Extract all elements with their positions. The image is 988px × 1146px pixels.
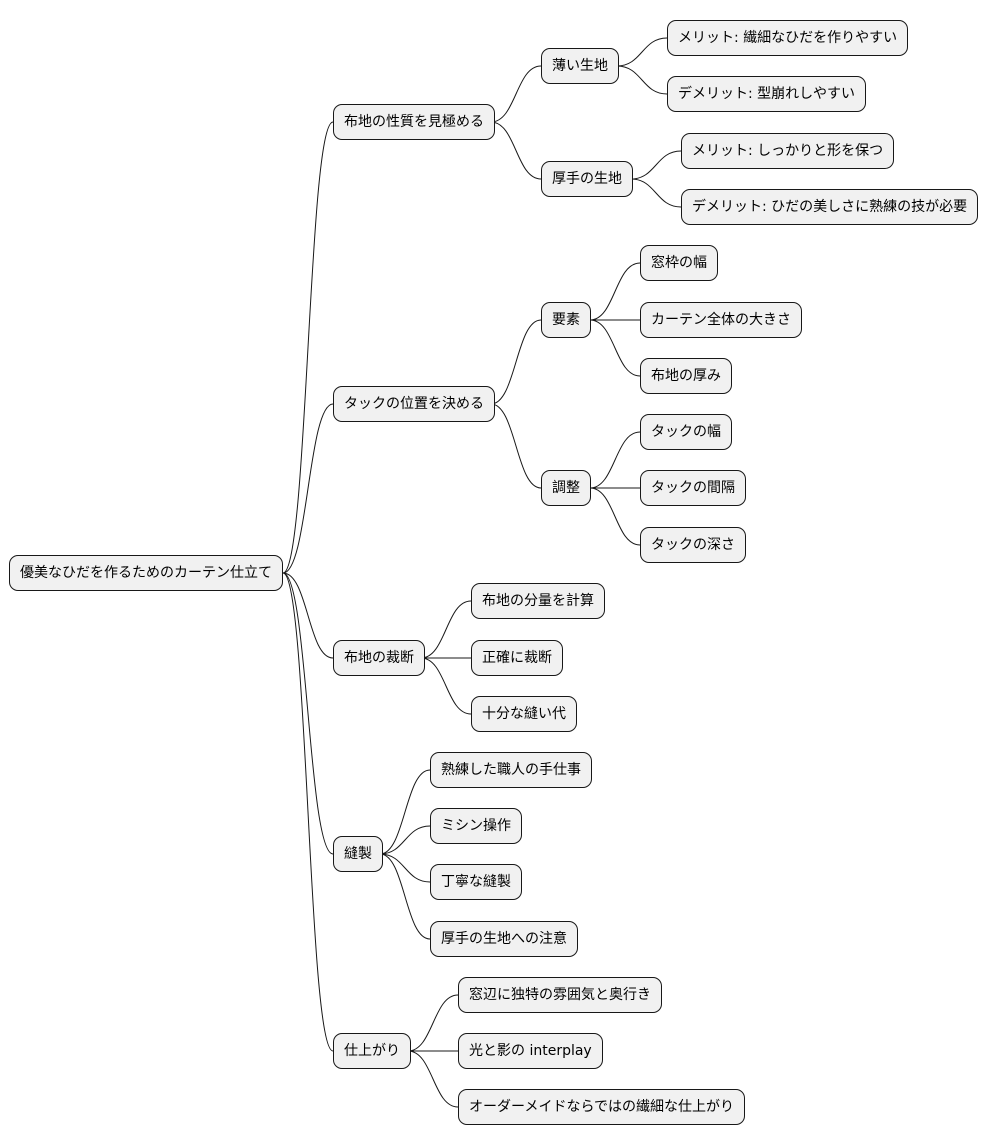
- edge-sewing-craft: [379, 769, 431, 855]
- edge-adjust-depth: [589, 487, 641, 546]
- leaf-tuck-interval: タックの間隔: [640, 470, 746, 506]
- leaf-calc-amount: 布地の分量を計算: [471, 583, 605, 619]
- leaf-curtain-size: カーテン全体の大きさ: [640, 302, 802, 338]
- node-thin-fabric: 薄い生地: [541, 48, 619, 84]
- branch-sewing: 縫製: [333, 836, 383, 872]
- leaf-thick-demerit: デメリット: ひだの美しさに熟練の技が必要: [681, 189, 979, 225]
- edge-elements-window: [589, 262, 641, 321]
- branch-finish: 仕上がり: [333, 1033, 411, 1069]
- edge-thin-demerit: [616, 65, 668, 95]
- leaf-sewing-machine: ミシン操作: [430, 808, 522, 844]
- leaf-thin-demerit: デメリット: 型崩れしやすい: [667, 76, 867, 112]
- leaf-window-width: 窓枠の幅: [640, 245, 718, 281]
- edge-thin-merit: [616, 37, 668, 67]
- edge-sewing-thick: [379, 853, 431, 940]
- edge-elements-thickness: [589, 319, 641, 377]
- edge-sewing-careful: [379, 853, 431, 883]
- leaf-fabric-thickness: 布地の厚み: [640, 358, 732, 394]
- edge-root-tuck-position: [282, 403, 334, 574]
- edge-root-sewing: [282, 572, 334, 855]
- leaf-thick-fabric-care: 厚手の生地への注意: [430, 921, 578, 957]
- branch-fabric-properties: 布地の性質を見極める: [333, 104, 495, 140]
- leaf-thin-merit: メリット: 繊細なひだを作りやすい: [667, 20, 909, 56]
- leaf-custom-finish: オーダーメイドならではの繊細な仕上がり: [458, 1089, 746, 1125]
- node-adjustment: 調整: [541, 470, 591, 506]
- node-elements: 要素: [541, 302, 591, 338]
- edge-thick-merit: [630, 150, 682, 180]
- edge-finish-custom: [407, 1050, 459, 1108]
- branch-fabric-cutting: 布地の裁断: [333, 640, 425, 676]
- leaf-tuck-depth: タックの深さ: [640, 527, 746, 563]
- leaf-seam-allowance: 十分な縫い代: [471, 696, 577, 732]
- edge-sewing-machine: [379, 825, 431, 855]
- leaf-craftsman-handwork: 熟練した職人の手仕事: [430, 752, 592, 788]
- edge-finish-atmosphere: [407, 994, 459, 1052]
- leaf-careful-sewing: 丁寧な縫製: [430, 864, 522, 900]
- edge-cutting-calc: [420, 600, 472, 659]
- node-thick-fabric: 厚手の生地: [541, 161, 633, 197]
- leaf-light-shadow: 光と影の interplay: [458, 1033, 603, 1069]
- edge-cutting-seam: [420, 657, 472, 715]
- edge-root-finish: [282, 572, 334, 1052]
- edge-fabric-thick: [490, 121, 542, 180]
- edge-fabric-thin: [490, 65, 542, 123]
- edge-tuck-adjust: [490, 403, 542, 489]
- edge-root-fabric-properties: [282, 121, 334, 574]
- edge-adjust-width: [589, 431, 641, 489]
- root-node: 優美なひだを作るためのカーテン仕立て: [9, 555, 283, 591]
- branch-tuck-position: タックの位置を決める: [333, 386, 495, 422]
- leaf-accurate-cut: 正確に裁断: [471, 640, 563, 676]
- leaf-thick-merit: メリット: しっかりと形を保つ: [681, 133, 895, 169]
- edge-tuck-elements: [490, 319, 542, 405]
- leaf-window-atmosphere: 窓辺に独特の雰囲気と奥行き: [458, 977, 662, 1013]
- leaf-tuck-width: タックの幅: [640, 414, 732, 450]
- edge-root-cutting: [282, 572, 334, 659]
- edge-thick-demerit: [630, 178, 682, 208]
